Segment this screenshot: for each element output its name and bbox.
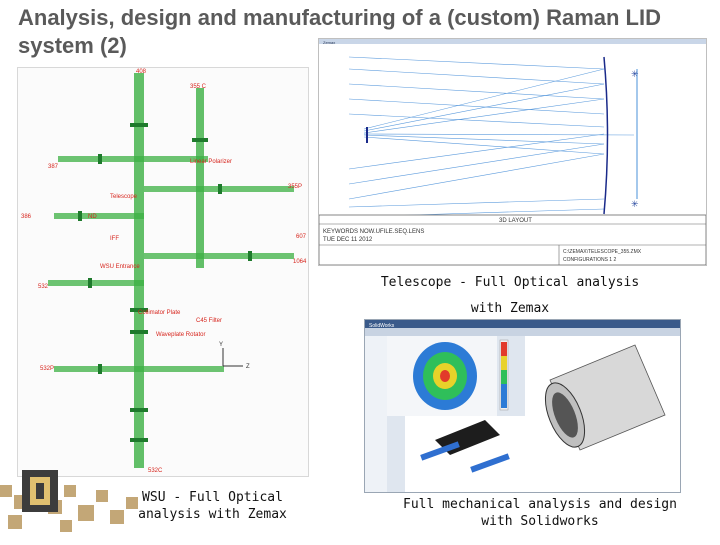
label-iff: IFF (110, 236, 119, 242)
caption-wsu: WSU - Full Optical analysis with Zemax (120, 489, 305, 523)
label-c45-filter: C45 Filter (196, 318, 222, 324)
label-532p: 532P (40, 366, 54, 372)
diagram-axes (222, 348, 243, 367)
wsu-optical-diagram: 408 355 C 387 386 607 1064 532 532P 532C… (17, 67, 309, 477)
branch-beam-4 (144, 253, 294, 259)
caption-wsu-line-1: WSU - Full Optical (142, 490, 283, 505)
optic-elements (78, 123, 252, 442)
zemax-info-box (319, 214, 706, 265)
slide-title-line-2: system (2) (18, 33, 127, 58)
label-408: 408 (136, 69, 147, 75)
label-nd: ND (88, 214, 97, 220)
caption-telescope: Telescope - Full Optical analysis (380, 275, 640, 290)
slide-title: Analysis, design and manufacturing of a … (18, 4, 720, 60)
axis-z-label: Z (246, 364, 250, 370)
diagram-labels: 408 355 C 387 386 607 1064 532 532P 532C… (21, 69, 307, 474)
caption-solidworks-line-2: with Solidworks (481, 514, 599, 529)
sw-title-bar (365, 320, 680, 328)
secondary-beam (196, 88, 204, 268)
zemax-file-line1: C:\ZEMAX\TELESCOPE_355.ZMX (563, 249, 642, 255)
zemax-layout-label: 3D LAYOUT (499, 218, 532, 224)
branch-beam-7 (144, 366, 224, 372)
label-collimator-plate: Collimator Plate (138, 310, 181, 316)
solidworks-svg: SolidWorks (365, 320, 680, 492)
axis-y-label: Y (219, 342, 223, 348)
marker-bottom: ✳ (631, 199, 639, 209)
label-386: 386 (21, 214, 32, 220)
label-telescope: Telescope (110, 194, 138, 200)
ray-bundle (348, 56, 635, 218)
zemax-telescope-window: Zemax ✳ ✳ 3D LAYOUT KEYWORDS NOW.UFILE.S… (318, 38, 707, 266)
wsu-diagram-svg: 408 355 C 387 386 607 1064 532 532P 532C… (21, 69, 307, 474)
zemax-layout-svg: Zemax ✳ ✳ 3D LAYOUT KEYWORDS NOW.UFILE.S… (319, 39, 706, 265)
label-387: 387 (48, 164, 59, 170)
caption-solidworks: Full mechanical analysis and design with… (390, 496, 690, 530)
zemax-info-line2: TUE DEC 11 2012 (323, 237, 373, 243)
label-532: 532 (38, 284, 49, 290)
solidworks-screenshot: SolidWorks (364, 319, 681, 493)
label-355c: 355 C (190, 84, 207, 90)
caption-solidworks-line-1: Full mechanical analysis and design (403, 497, 677, 512)
caption-with-zemax: with Zemax (470, 301, 550, 316)
label-532c: 532C (148, 468, 163, 474)
zemax-info-line1: KEYWORDS NOW.UFILE.SEQ.LENS (323, 229, 424, 235)
zemax-title-text: Zemax (323, 40, 335, 45)
sw-feature-tree (365, 336, 387, 492)
sw-toolbar (365, 328, 680, 336)
marker-top: ✳ (631, 69, 639, 79)
caption-wsu-line-2: analysis with Zemax (138, 507, 287, 522)
label-355p: 355P (288, 184, 302, 190)
primary-mirror (603, 56, 609, 215)
label-linear-polarizer: Linear Polarizer (190, 159, 232, 165)
zemax-file-line2: CONFIGURATIONS 1 2 (563, 257, 616, 263)
logo-strip (0, 455, 150, 540)
slide-title-line-1: Analysis, design and manufacturing of a … (18, 5, 661, 30)
label-1064: 1064 (293, 259, 307, 265)
zemax-title-bar (319, 39, 706, 44)
label-waveplate-rotator: Waveplate Rotator (156, 332, 205, 338)
branch-beam-5 (48, 280, 144, 286)
main-beam (134, 73, 144, 468)
label-607: 607 (296, 234, 307, 240)
branch-beam-2 (54, 213, 144, 219)
logo-strip-svg (0, 470, 138, 532)
label-wsu-entrance: WSU Entrance (100, 264, 140, 270)
branch-beam-1 (58, 156, 208, 162)
sw-title-text: SolidWorks (369, 323, 395, 329)
